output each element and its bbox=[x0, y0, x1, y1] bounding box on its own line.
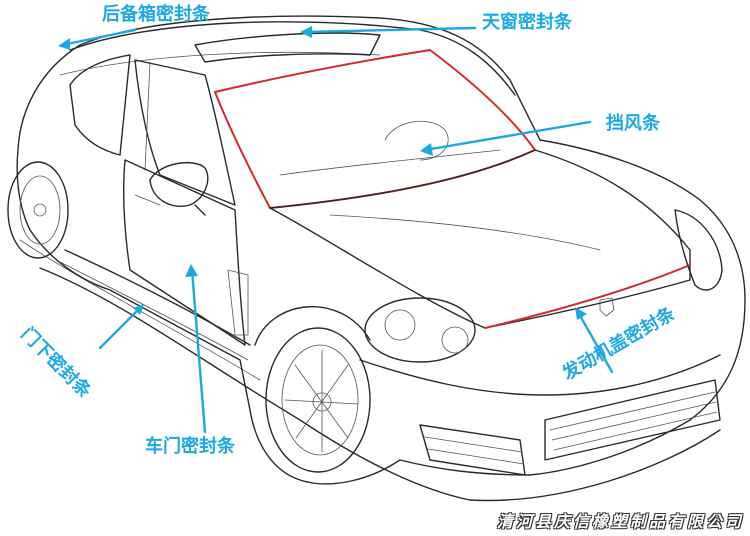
arrow-head-windshield bbox=[420, 143, 433, 156]
arrow-door-bottom bbox=[98, 306, 142, 350]
side-mirror bbox=[149, 161, 209, 207]
arrow-head-car-door bbox=[185, 264, 198, 277]
arrow-rear-trunk bbox=[60, 28, 137, 47]
center-grille bbox=[544, 379, 721, 461]
front-bumper bbox=[359, 354, 721, 396]
intake-slat-2 bbox=[427, 448, 525, 465]
rear-wheel-tire bbox=[7, 161, 69, 259]
front-wheel-spoke-4 bbox=[295, 364, 349, 439]
arrow-head-sunroof bbox=[300, 26, 312, 38]
sunroof-panel bbox=[194, 32, 381, 63]
door-handle bbox=[134, 194, 161, 206]
arrow-car-door bbox=[190, 268, 207, 434]
rear-wheel-hub bbox=[33, 203, 47, 217]
hood-panel bbox=[269, 149, 691, 329]
roof-crease bbox=[59, 51, 381, 76]
front-wheel-tire bbox=[265, 327, 371, 473]
rocker-panel-lower bbox=[59, 261, 249, 361]
left-headlight-lens-1 bbox=[384, 309, 416, 341]
right-headlight bbox=[674, 209, 723, 291]
rear-side-window bbox=[69, 54, 131, 156]
windshield-seal-outline bbox=[213, 48, 537, 210]
front-wheel-spoke-3 bbox=[294, 364, 349, 439]
left-headlight-lens-2 bbox=[441, 326, 469, 354]
left-air-intake bbox=[419, 424, 526, 476]
grille-slat-2 bbox=[551, 401, 717, 441]
mirror-stem bbox=[194, 204, 206, 216]
arrow-hood-seal bbox=[576, 310, 614, 374]
ground-line bbox=[39, 267, 721, 502]
front-fender-vent bbox=[227, 269, 249, 336]
steering-wheel bbox=[384, 121, 449, 161]
door-outline bbox=[122, 159, 246, 346]
arrow-head-door-bottom bbox=[133, 304, 144, 315]
rocker-panel bbox=[64, 249, 251, 346]
dashboard-line bbox=[279, 149, 501, 176]
front-wheel-arch bbox=[254, 306, 371, 346]
left-headlight bbox=[364, 297, 476, 363]
hood-seal-line bbox=[484, 264, 691, 329]
arrow-sunroof bbox=[303, 26, 477, 34]
intake-slat-1 bbox=[424, 436, 523, 453]
arrow-windshield bbox=[423, 120, 592, 152]
ground-shadow bbox=[19, 239, 261, 381]
hood-badge bbox=[599, 297, 615, 317]
arrow-head-rear-trunk bbox=[58, 38, 70, 50]
label-car-door-seal: 车门密封条 bbox=[145, 436, 235, 457]
rear-wheel-rim bbox=[19, 175, 61, 245]
label-rear-trunk-seal: 后备箱密封条 bbox=[102, 4, 210, 25]
company-watermark: 清河县庆信橡塑制品有限公司 bbox=[496, 512, 744, 531]
roof-line bbox=[69, 21, 516, 96]
grille-slat-1 bbox=[549, 391, 716, 431]
car-body-outline bbox=[16, 15, 746, 485]
hood-crease bbox=[329, 214, 601, 251]
arrow-head-hood-seal bbox=[575, 307, 587, 320]
label-windshield-strip: 挡风条 bbox=[606, 113, 660, 134]
label-sunroof-seal: 天窗密封条 bbox=[482, 12, 572, 33]
window-pillar bbox=[144, 61, 151, 171]
front-side-window bbox=[134, 59, 236, 206]
front-wheel-rim bbox=[281, 344, 359, 456]
grille-slat-3 bbox=[553, 411, 718, 451]
